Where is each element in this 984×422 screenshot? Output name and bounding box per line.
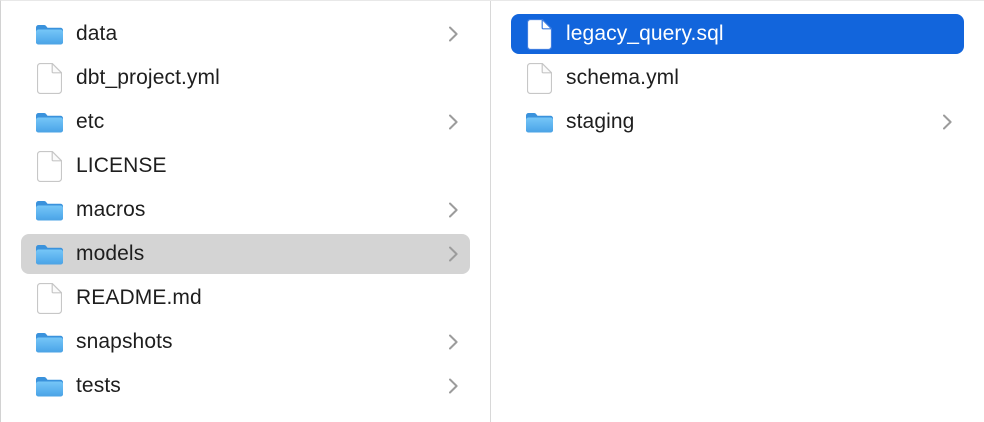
document-icon xyxy=(36,62,63,94)
file-name-label: tests xyxy=(76,374,121,397)
chevron-right-icon xyxy=(449,202,458,218)
file-row-license[interactable]: LICENSE xyxy=(21,146,470,186)
file-name-label: etc xyxy=(76,110,105,133)
file-name-label: staging xyxy=(566,110,635,133)
file-row-snapshots[interactable]: snapshots xyxy=(21,322,470,362)
chevron-right-icon xyxy=(943,114,952,130)
folder-icon xyxy=(526,111,553,133)
file-name-label: legacy_query.sql xyxy=(566,22,724,45)
file-name-label: snapshots xyxy=(76,330,173,353)
file-row-dbt-project-yml[interactable]: dbt_project.yml xyxy=(21,58,470,98)
file-row-data[interactable]: data xyxy=(21,14,470,54)
column-divider[interactable] xyxy=(490,1,491,422)
file-row-etc[interactable]: etc xyxy=(21,102,470,142)
document-icon xyxy=(526,62,553,94)
file-name-label: data xyxy=(76,22,118,45)
chevron-right-icon xyxy=(449,334,458,350)
chevron-right-icon xyxy=(449,26,458,42)
chevron-right-icon xyxy=(449,246,458,262)
folder-icon xyxy=(36,331,63,353)
file-name-label: LICENSE xyxy=(76,154,167,177)
folder-icon xyxy=(36,375,63,397)
file-column-child: legacy_query.sql schema.yml staging xyxy=(491,1,984,422)
folder-icon xyxy=(36,199,63,221)
folder-icon xyxy=(36,111,63,133)
file-row-tests[interactable]: tests xyxy=(21,366,470,406)
file-name-label: schema.yml xyxy=(566,66,680,89)
folder-icon xyxy=(36,23,63,45)
file-row-schema-yml[interactable]: schema.yml xyxy=(511,58,964,98)
file-row-readme-md[interactable]: README.md xyxy=(21,278,470,318)
document-icon xyxy=(36,150,63,182)
document-icon xyxy=(526,18,553,50)
file-row-models-selected[interactable]: models xyxy=(21,234,470,274)
file-name-label: README.md xyxy=(76,286,202,309)
file-name-label: macros xyxy=(76,198,146,221)
file-row-macros[interactable]: macros xyxy=(21,190,470,230)
file-name-label: models xyxy=(76,242,145,265)
chevron-right-icon xyxy=(449,114,458,130)
document-icon xyxy=(36,282,63,314)
file-row-legacy-query-sql-selected[interactable]: legacy_query.sql xyxy=(511,14,964,54)
folder-icon xyxy=(36,243,63,265)
file-column-parent: data dbt_project.yml etc LICENSE macros … xyxy=(1,1,490,422)
file-name-label: dbt_project.yml xyxy=(76,66,220,89)
file-row-staging[interactable]: staging xyxy=(511,102,964,142)
chevron-right-icon xyxy=(449,378,458,394)
